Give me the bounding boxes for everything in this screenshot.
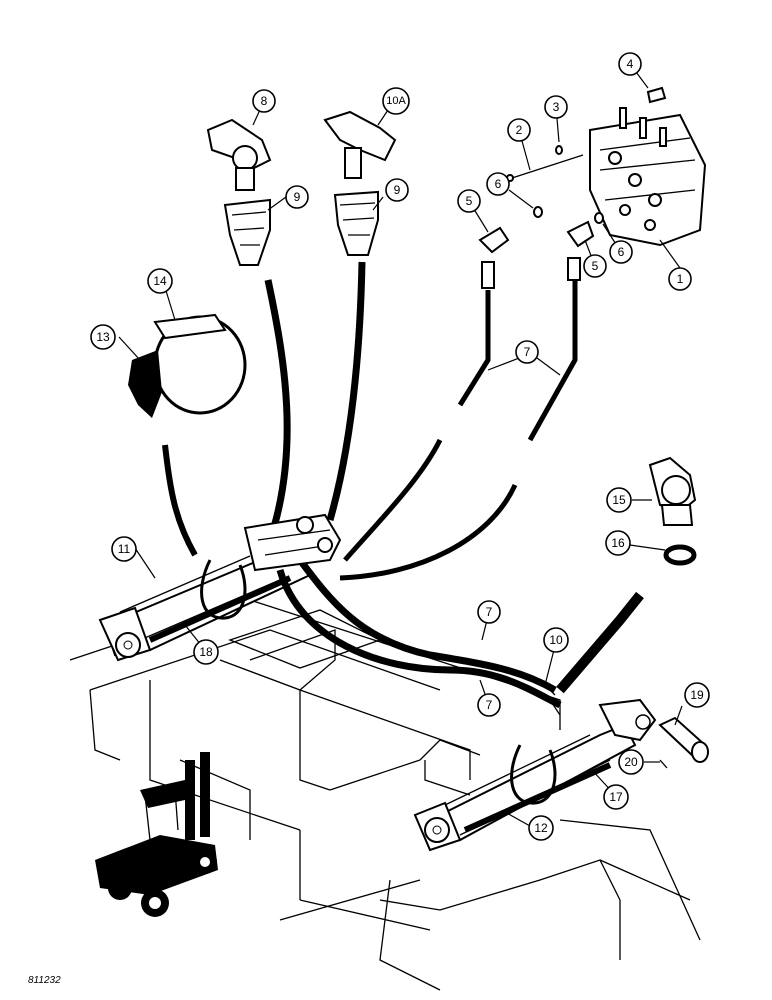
callout-6-left: 6 (486, 172, 510, 196)
callout-16: 16 (605, 530, 631, 556)
cylinder-straps (200, 559, 557, 805)
callout-11: 11 (111, 536, 137, 562)
svg-text:5: 5 (466, 194, 473, 208)
manifold-fittings (243, 513, 342, 572)
svg-text:5: 5 (592, 259, 599, 273)
callout-8: 8 (252, 89, 276, 113)
svg-text:1: 1 (677, 272, 684, 286)
callout-2: 2 (507, 118, 531, 142)
callout-9-right: 9 (385, 178, 409, 202)
svg-text:10A: 10A (386, 95, 406, 107)
svg-text:3: 3 (553, 100, 560, 114)
callout-17: 17 (603, 784, 629, 810)
callout-19: 19 (684, 682, 710, 708)
svg-text:11: 11 (118, 542, 131, 556)
callout-7-top: 7 (515, 340, 539, 364)
svg-text:7: 7 (486, 605, 493, 619)
callout-5-right: 5 (583, 254, 607, 278)
figure-number: 811232 (28, 975, 61, 986)
fittings-top (206, 110, 397, 266)
callout-14: 14 (147, 268, 173, 294)
callout-10: 10 (543, 627, 569, 653)
svg-text:9: 9 (294, 190, 301, 204)
hose-clamp (128, 313, 247, 418)
callout-13: 13 (90, 324, 116, 350)
small-parts (478, 86, 667, 289)
control-valve (589, 107, 707, 247)
svg-text:20: 20 (624, 755, 638, 769)
svg-text:4: 4 (627, 57, 634, 71)
svg-text:9: 9 (394, 183, 401, 197)
callout-12: 12 (528, 815, 554, 841)
elbow-fitting-15 (648, 456, 697, 566)
callout-20: 20 (618, 749, 644, 775)
svg-text:14: 14 (153, 274, 167, 288)
callout-7-bottom: 7 (477, 693, 501, 717)
svg-text:8: 8 (261, 94, 268, 108)
forklift-icon (95, 752, 218, 917)
svg-text:10: 10 (549, 633, 563, 647)
svg-text:19: 19 (690, 688, 704, 702)
callout-6-right: 6 (609, 240, 633, 264)
svg-text:6: 6 (618, 245, 625, 259)
svg-text:15: 15 (612, 493, 626, 507)
svg-text:17: 17 (609, 790, 623, 804)
callout-10a: 10A (382, 87, 410, 115)
callout-7-middle: 7 (477, 600, 501, 624)
callout-15: 15 (606, 487, 632, 513)
svg-text:7: 7 (524, 345, 531, 359)
svg-text:6: 6 (495, 177, 502, 191)
callout-5-left: 5 (457, 189, 481, 213)
hydraulic-hoses (162, 261, 644, 716)
pin-19 (658, 716, 709, 769)
callout-4: 4 (618, 52, 642, 76)
right-tilt-cylinder (413, 698, 657, 852)
callout-9-left: 9 (285, 185, 309, 209)
svg-text:18: 18 (199, 645, 213, 659)
svg-text:16: 16 (611, 536, 625, 550)
callout-3: 3 (544, 95, 568, 119)
svg-text:7: 7 (486, 698, 493, 712)
svg-text:12: 12 (534, 821, 548, 835)
callout-18: 18 (193, 639, 219, 665)
svg-text:2: 2 (516, 123, 523, 137)
callout-1: 1 (668, 267, 692, 291)
svg-text:13: 13 (96, 330, 110, 344)
